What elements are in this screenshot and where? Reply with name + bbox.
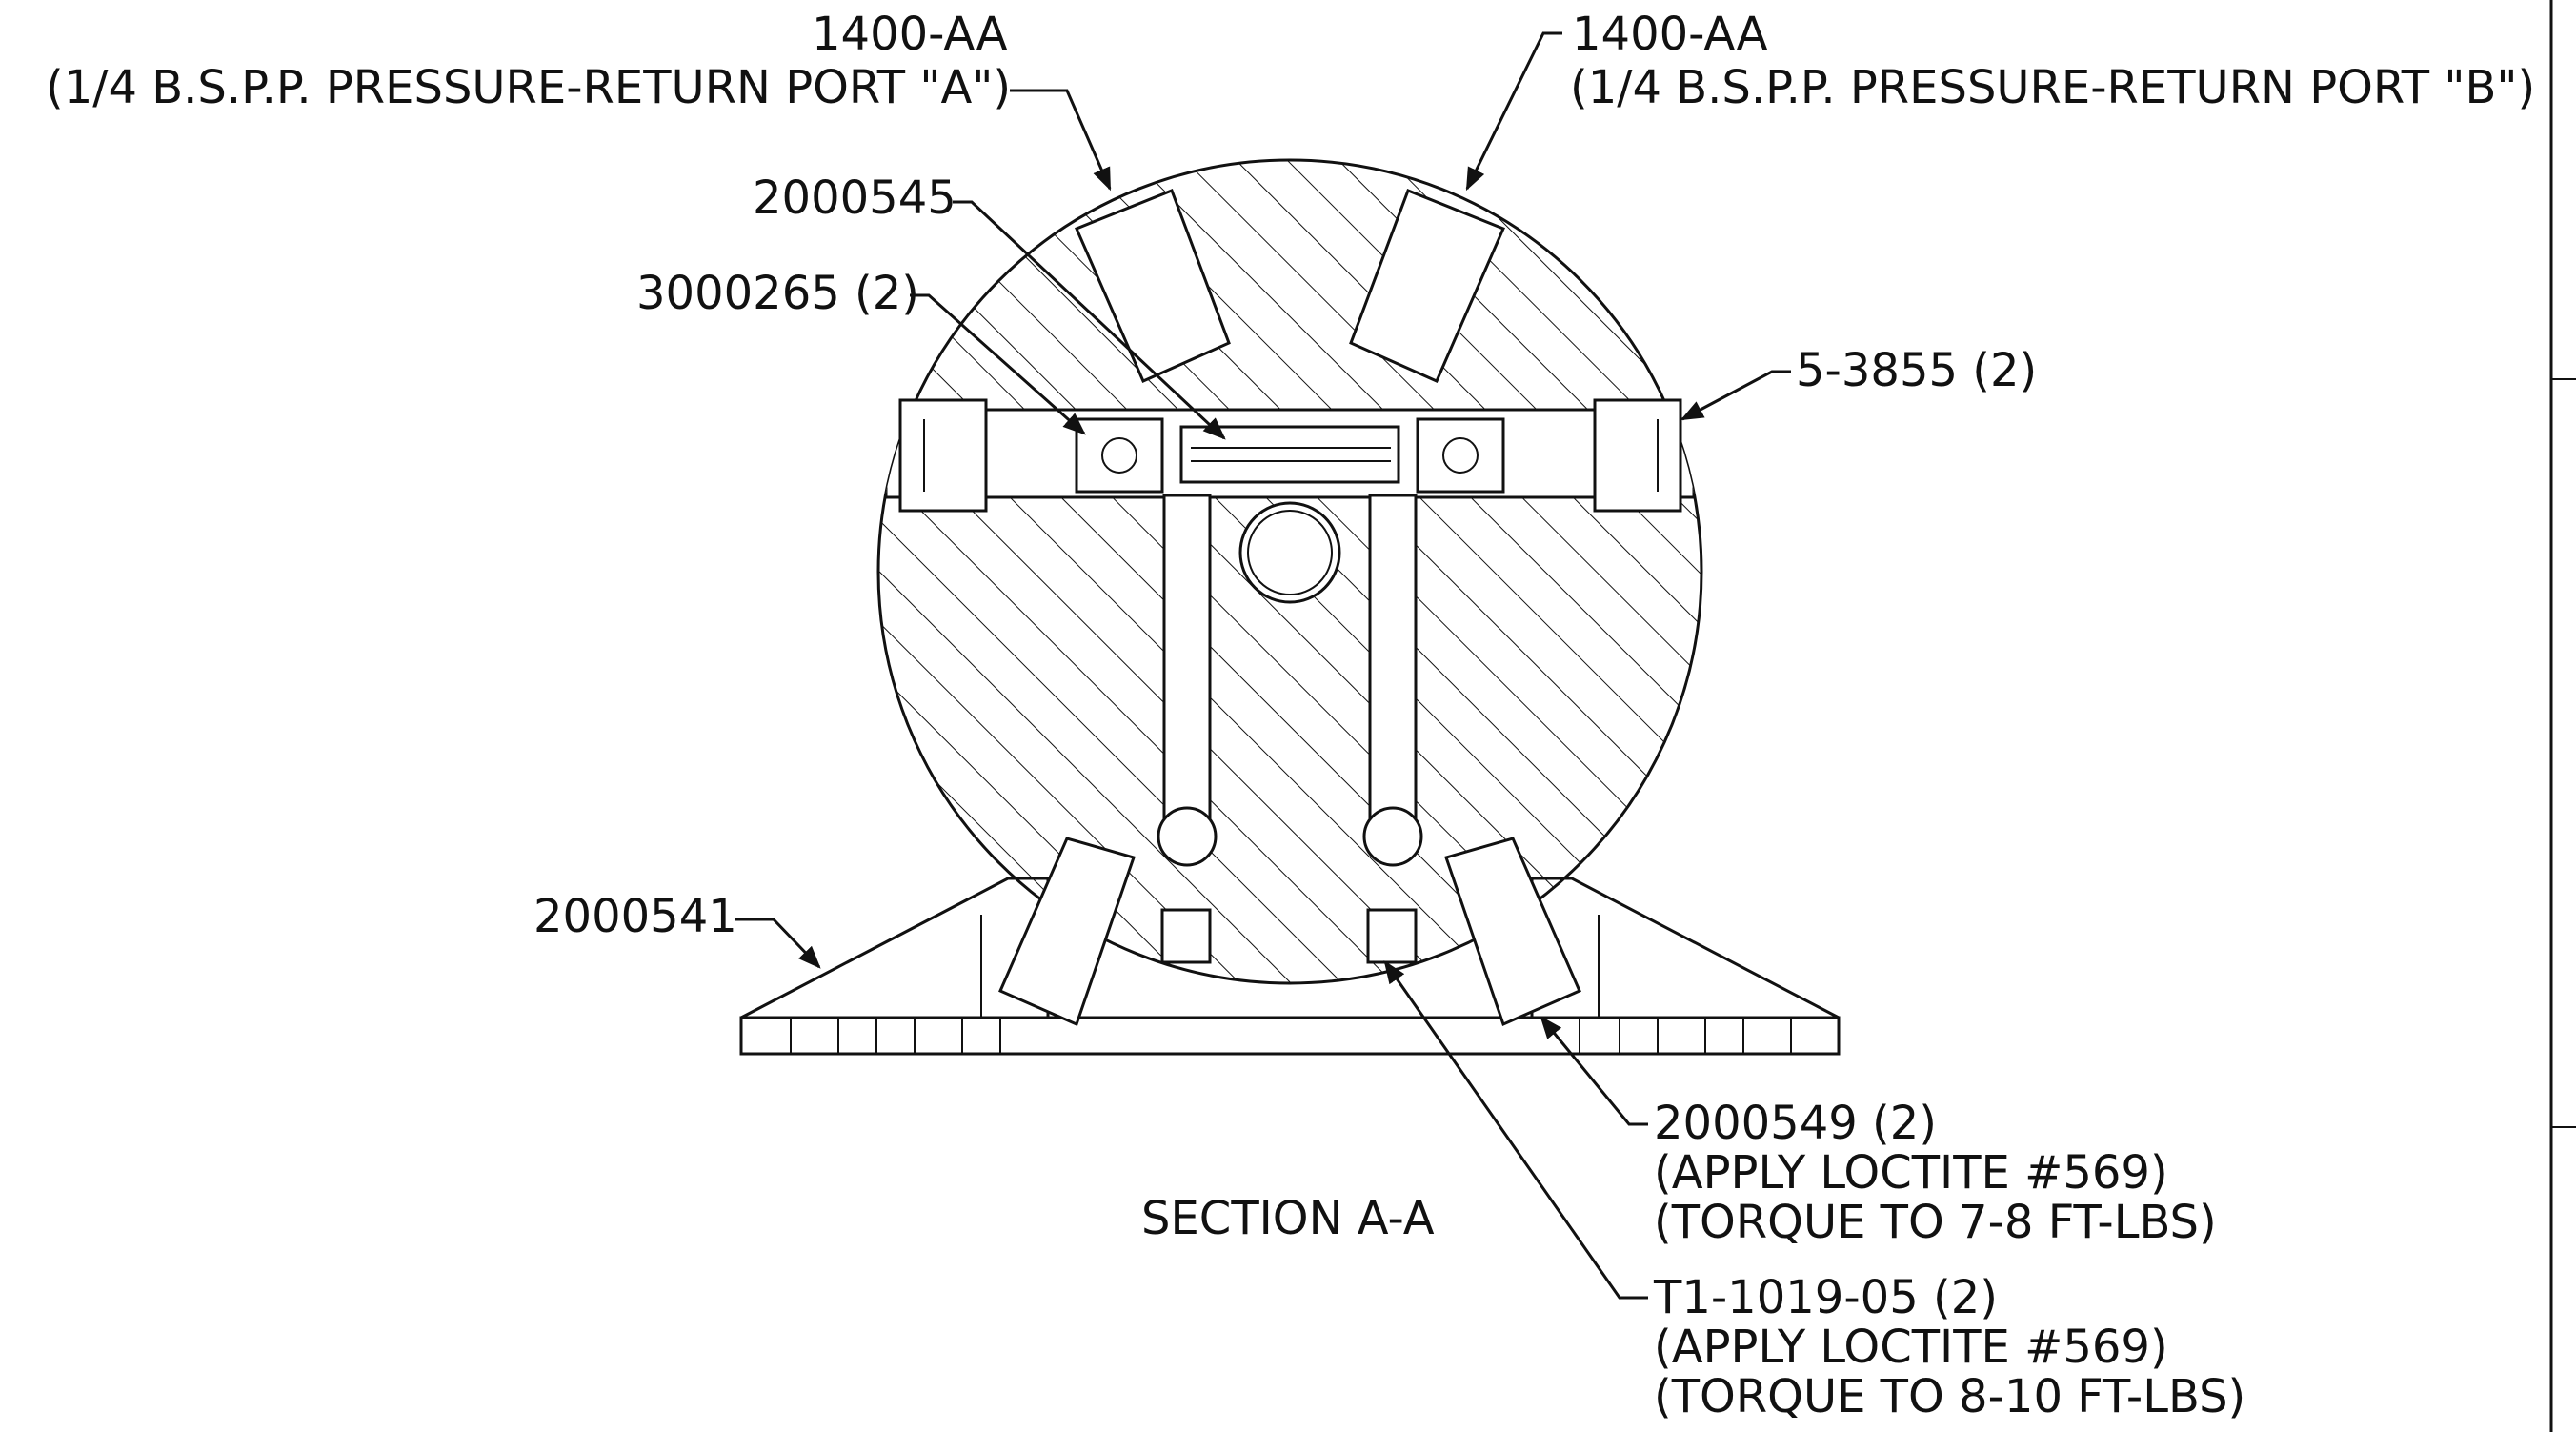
callout-t1-note2: (TORQUE TO 8-10 FT-LBS) <box>1654 1370 2245 1423</box>
callout-2000549-note1: (APPLY LOCTITE #569) <box>1654 1146 2168 1200</box>
mounting-base <box>739 877 1841 1056</box>
callout-2000549-note2: (TORQUE TO 7-8 FT-LBS) <box>1654 1196 2217 1249</box>
callout-5-3855: 5-3855 (2) <box>1796 344 2037 397</box>
section-title: SECTION A-A <box>1141 1192 1435 1245</box>
callout-port-a: 1400-AA (1/4 B.S.P.P. PRESSURE-RETURN PO… <box>46 8 1011 114</box>
callout-t1-note1: (APPLY LOCTITE #569) <box>1654 1321 2168 1374</box>
callout-2000549-part: 2000549 (2) <box>1654 1097 1937 1150</box>
callout-port-b: 1400-AA (1/4 B.S.P.P. PRESSURE-RETURN PO… <box>1570 8 2535 114</box>
sheet-border <box>2549 0 2576 1432</box>
callout-t1-part: T1-1019-05 (2) <box>1653 1271 1998 1324</box>
port-b-description: (1/4 B.S.P.P. PRESSURE-RETURN PORT "B") <box>1570 61 2535 114</box>
leader-lines <box>735 31 1791 1300</box>
callout-3000265: 3000265 (2) <box>636 267 919 320</box>
rotary-body-section <box>876 158 1703 1027</box>
callout-2000545: 2000545 <box>753 171 956 225</box>
port-a-part-number: 1400-AA <box>812 8 1008 61</box>
callout-t1-1019-05: T1-1019-05 (2) (APPLY LOCTITE #569) (TOR… <box>1653 1271 2245 1423</box>
callout-2000541: 2000541 <box>533 890 737 943</box>
port-a-description: (1/4 B.S.P.P. PRESSURE-RETURN PORT "A") <box>46 61 1011 114</box>
callout-2000549: 2000549 (2) (APPLY LOCTITE #569) (TORQUE… <box>1654 1097 2217 1249</box>
port-b-part-number: 1400-AA <box>1572 8 1768 61</box>
